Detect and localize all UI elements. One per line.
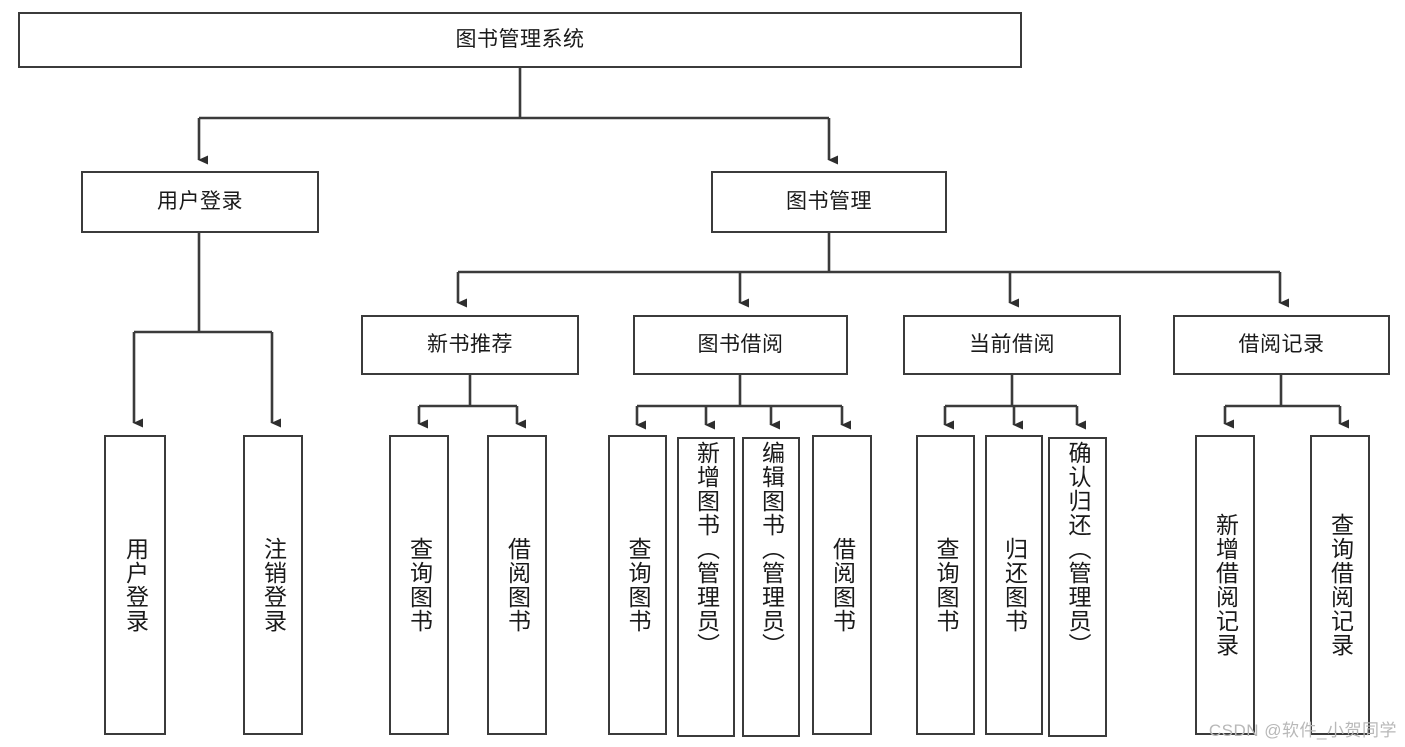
node-new-book-recommend-label: 新书推荐 xyxy=(427,332,513,356)
leaf-confirm-return-admin[interactable]: 确认归还（管理员） xyxy=(1048,437,1107,737)
leaf-borrow-book-recommend-label: 借阅图书 xyxy=(504,537,531,633)
node-root[interactable]: 图书管理系统 xyxy=(18,12,1022,68)
leaf-query-book[interactable]: 查询图书 xyxy=(608,435,667,735)
node-borrow-record-label: 借阅记录 xyxy=(1238,332,1325,356)
node-new-book-recommend[interactable]: 新书推荐 xyxy=(361,315,579,375)
leaf-return-book-label: 归还图书 xyxy=(1001,537,1028,633)
node-user-login-label: 用户登录 xyxy=(157,189,243,213)
leaf-logout-login[interactable]: 注销登录 xyxy=(243,435,303,735)
leaf-confirm-return-admin-label: 确认归还（管理员） xyxy=(1065,441,1091,657)
node-book-borrow-label: 图书借阅 xyxy=(697,332,784,356)
leaf-query-borrow-record-label: 查询借阅记录 xyxy=(1327,513,1354,657)
leaf-add-borrow-record-label: 新增借阅记录 xyxy=(1212,513,1239,657)
leaf-query-book-current-label: 查询图书 xyxy=(933,537,959,633)
node-book-borrow[interactable]: 图书借阅 xyxy=(633,315,848,375)
leaf-borrow-book-recommend[interactable]: 借阅图书 xyxy=(487,435,547,735)
node-user-login[interactable]: 用户登录 xyxy=(81,171,319,233)
node-current-borrow-label: 当前借阅 xyxy=(969,332,1055,356)
node-current-borrow[interactable]: 当前借阅 xyxy=(903,315,1121,375)
leaf-query-book-label: 查询图书 xyxy=(625,537,651,633)
leaf-add-book-admin[interactable]: 新增图书（管理员） xyxy=(677,437,735,737)
leaf-query-book-current[interactable]: 查询图书 xyxy=(916,435,975,735)
leaf-add-borrow-record[interactable]: 新增借阅记录 xyxy=(1195,435,1255,735)
leaf-query-borrow-record[interactable]: 查询借阅记录 xyxy=(1310,435,1370,735)
leaf-query-book-recommend[interactable]: 查询图书 xyxy=(389,435,449,735)
node-book-manage[interactable]: 图书管理 xyxy=(711,171,947,233)
node-book-manage-label: 图书管理 xyxy=(786,189,872,213)
leaf-user-login[interactable]: 用户登录 xyxy=(104,435,166,735)
leaf-borrow-book-label: 借阅图书 xyxy=(829,537,856,633)
leaf-add-book-admin-label: 新增图书（管理员） xyxy=(693,441,720,657)
leaf-edit-book-admin-label: 编辑图书（管理员） xyxy=(758,441,785,657)
node-root-label: 图书管理系统 xyxy=(455,27,585,51)
watermark-text: CSDN @软件_小贺同学 xyxy=(1208,721,1397,740)
leaf-borrow-book[interactable]: 借阅图书 xyxy=(812,435,872,735)
leaf-edit-book-admin[interactable]: 编辑图书（管理员） xyxy=(742,437,800,737)
leaf-return-book[interactable]: 归还图书 xyxy=(985,435,1043,735)
leaf-query-book-recommend-label: 查询图书 xyxy=(406,537,433,633)
leaf-user-login-label: 用户登录 xyxy=(122,537,149,633)
leaf-logout-login-label: 注销登录 xyxy=(260,537,287,633)
node-borrow-record[interactable]: 借阅记录 xyxy=(1173,315,1390,375)
